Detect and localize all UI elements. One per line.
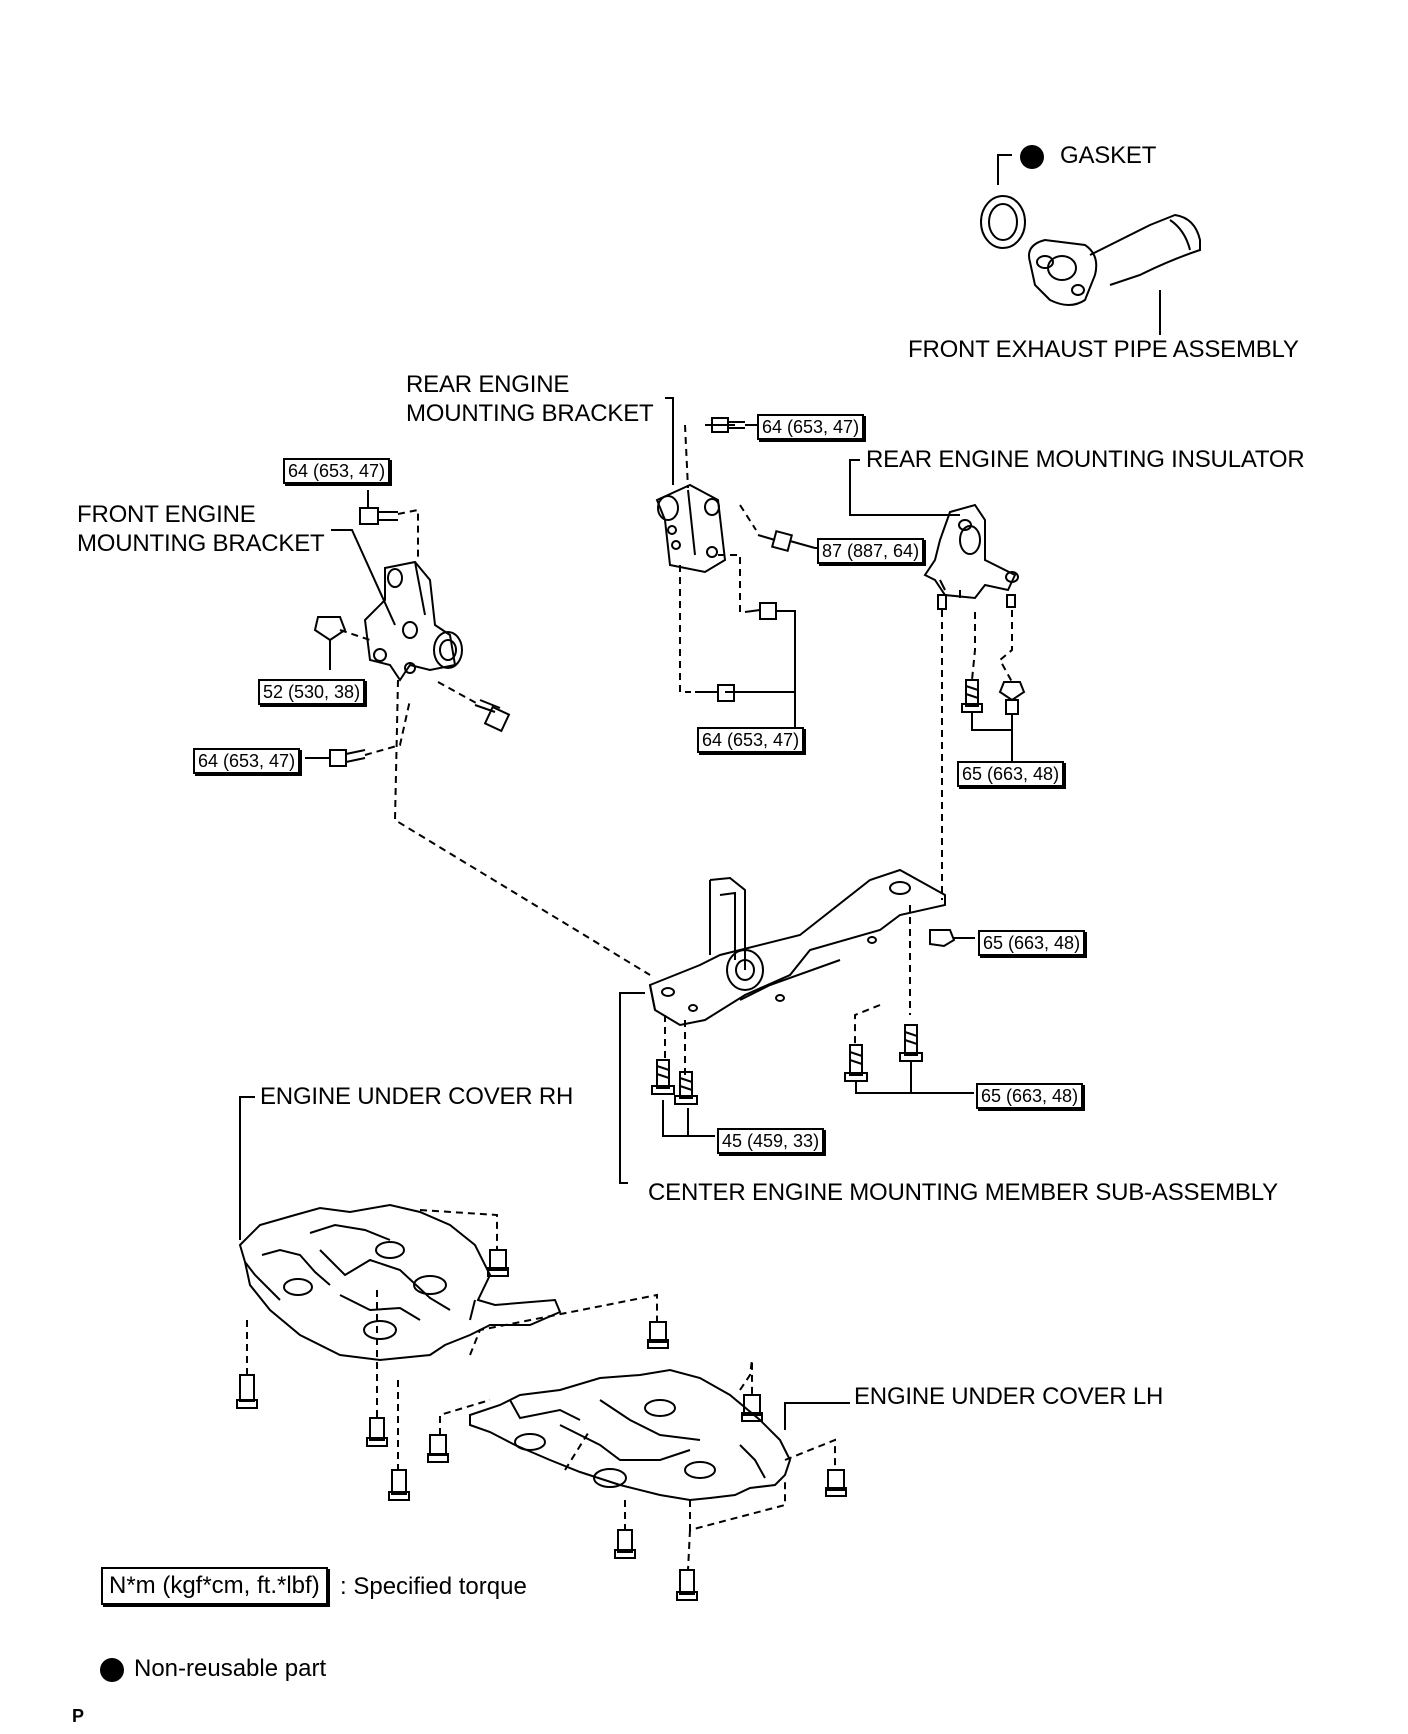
torque-box: 65 (663, 48) [978,930,1086,956]
rear-insulator-bolts [961,679,1026,715]
torque-box: 64 (653, 47) [283,458,391,484]
rear-insulator-leaders [971,712,1013,763]
front-exhaust-pipe-part [1028,213,1201,335]
member-guides [664,905,911,1075]
under-cover-lh-part [469,1368,850,1502]
torque-box: 45 (459, 33) [717,1128,825,1154]
front-bracket-part [331,529,463,682]
member-leaders [619,992,974,1184]
center-member-part [648,868,946,1027]
legend-torque-desc: : Specified torque [340,1573,527,1600]
front-bracket-bolts [313,507,511,767]
rear-bracket-guides [679,424,757,695]
under-cover-guides [246,1209,836,1571]
torque-box: 65 (663, 48) [957,761,1065,787]
label-gasket: GASKET [1060,142,1157,169]
label-under-cover-rh: ENGINE UNDER COVER RH [260,1083,574,1110]
rear-insulator-guides [941,610,1013,900]
torque-box: 64 (653, 47) [193,748,301,774]
rear-bracket-part [655,397,727,574]
under-cover-rh-part [238,1096,562,1362]
torque-box: 65 (663, 48) [976,1083,1084,1109]
label-front-bracket-line2: MOUNTING BRACKET [77,530,325,557]
label-under-cover-lh: ENGINE UNDER COVER LH [854,1383,1164,1410]
label-rear-bracket-line2: MOUNTING BRACKET [406,400,654,427]
gasket-part [980,154,1026,249]
legend-nonreusable-dot [100,1658,124,1682]
page-mark: P [72,1706,85,1726]
member-nut [929,929,975,948]
legend-nonreusable: Non-reusable part [134,1655,327,1682]
label-front-exhaust-pipe: FRONT EXHAUST PIPE ASSEMBLY [908,336,1299,363]
label-front-bracket-line1: FRONT ENGINE [77,501,256,528]
label-rear-insulator: REAR ENGINE MOUNTING INSULATOR [866,446,1305,473]
rear-insulator-part [849,459,1019,610]
under-cover-bolts [236,1249,847,1601]
front-bracket-leaders [305,490,369,759]
label-rear-bracket-line1: REAR ENGINE [406,371,570,398]
member-bolts [651,1024,923,1105]
rear-bracket-leaders [740,424,826,730]
front-bracket-guides [339,508,651,976]
torque-box: 64 (653, 47) [697,727,805,753]
rear-bracket-bolts [685,417,816,702]
label-center-member: CENTER ENGINE MOUNTING MEMBER SUB-ASSEMB… [648,1179,1278,1206]
torque-box: 87 (887, 64) [817,538,925,564]
legend-torque-unit: N*m (kgf*cm, ft.*lbf) [101,1567,328,1605]
gasket-nonreusable-dot [1020,145,1044,169]
torque-box: 52 (530, 38) [258,679,366,705]
torque-box: 64 (653, 47) [757,414,865,440]
